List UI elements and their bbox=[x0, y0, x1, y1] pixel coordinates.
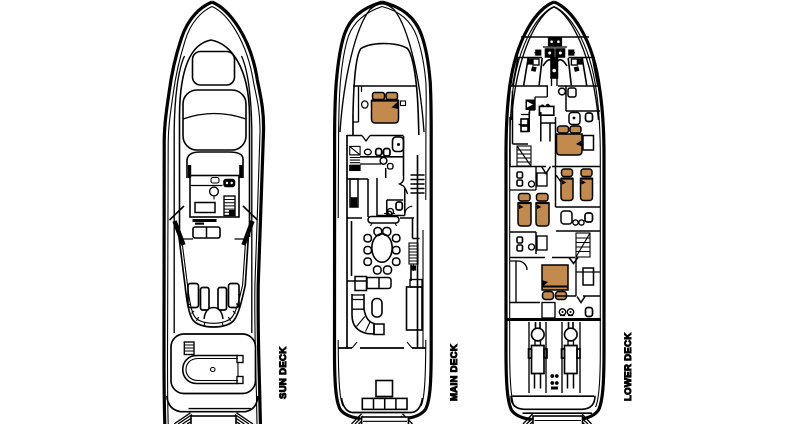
svg-text:SUN DECK: SUN DECK bbox=[278, 346, 289, 399]
svg-text:MAIN DECK: MAIN DECK bbox=[449, 344, 460, 401]
svg-text:LOWER DECK: LOWER DECK bbox=[623, 332, 634, 401]
